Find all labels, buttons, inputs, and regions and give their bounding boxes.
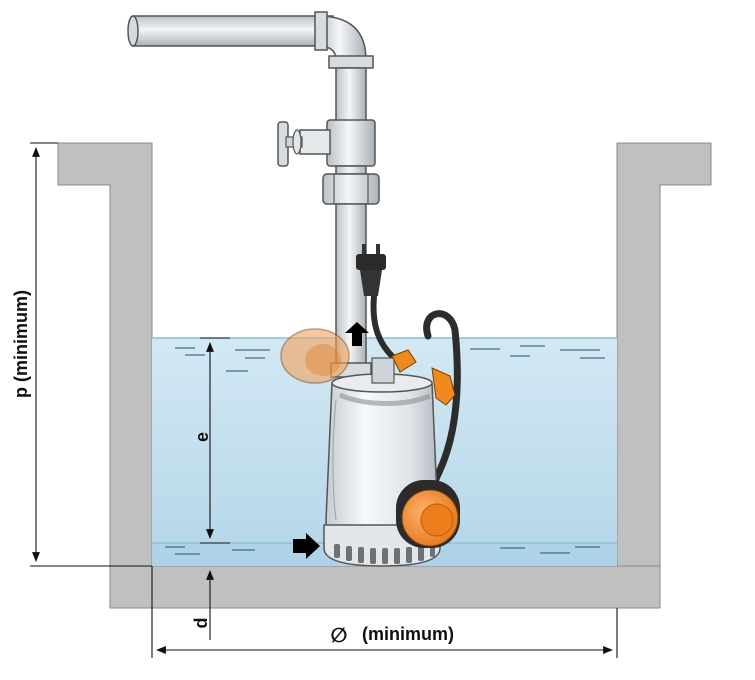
label-p-minimum: p (minimum)	[11, 290, 31, 398]
sump-floor	[109, 565, 661, 609]
power-cable	[356, 244, 395, 359]
diameter-symbol: ∅	[330, 625, 347, 647]
sump-walls	[57, 142, 712, 609]
black-arrow-icon	[293, 322, 369, 559]
gate-valve-icon	[277, 119, 376, 167]
float-ball-upper	[280, 328, 431, 406]
float-switch	[396, 480, 460, 548]
label-d: d	[191, 618, 211, 629]
dimension-lines	[30, 142, 618, 658]
label-diameter-minimum: (minimum)	[362, 624, 454, 644]
wall-right	[616, 142, 712, 609]
power-plug-icon	[356, 244, 386, 296]
label-e: e	[192, 432, 212, 442]
discharge-pipe	[127, 11, 380, 378]
wall-left	[57, 142, 153, 567]
